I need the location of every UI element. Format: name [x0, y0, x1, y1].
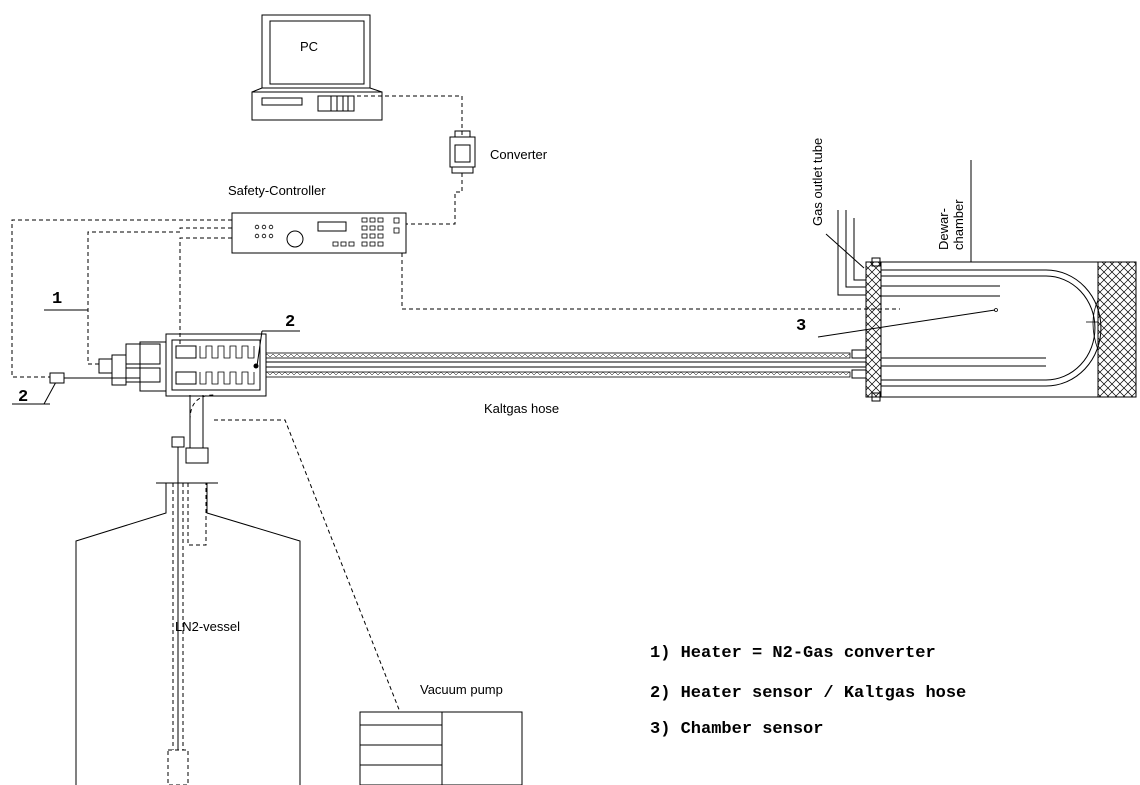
kaltgas-hose-label: Kaltgas hose	[484, 401, 559, 416]
vacuum-pump-label: Vacuum pump	[420, 682, 503, 697]
dewar-chamber: Gas outlet tube Dewar- chamber	[810, 138, 1137, 402]
callout-3: 3	[796, 317, 806, 336]
heater-unit	[49, 333, 267, 397]
safety-controller-label: Safety-Controller	[228, 183, 326, 198]
callout-2-left: 2	[18, 388, 28, 407]
left-sensor-plug	[49, 372, 65, 384]
controller-keypad	[332, 217, 400, 247]
wire-heater-2	[179, 237, 232, 345]
converter-label: Converter	[490, 147, 548, 162]
ln2-vessel-label: LN2-vessel	[175, 619, 240, 634]
gas-outlet-label: Gas outlet tube	[810, 138, 825, 226]
vessel-right-wall	[206, 483, 301, 785]
dewar-label-line1: Dewar-	[936, 208, 951, 250]
converter-controller-link	[406, 173, 463, 225]
kaltgas-hose: Kaltgas hose	[265, 352, 860, 416]
ln2-vessel: LN2-vessel	[75, 394, 301, 785]
pc-monitor	[261, 14, 371, 89]
pc-converter-link	[357, 95, 463, 135]
wire-left-sensor	[11, 219, 232, 378]
vessel-left-wall	[75, 483, 167, 785]
callout-2-heater: 2	[285, 313, 295, 332]
heater-coil-top	[199, 345, 255, 359]
heater-coil-bottom	[199, 371, 255, 385]
pc-base	[251, 91, 383, 121]
dewar-inner-vessel	[881, 269, 1102, 387]
pc-label: PC	[300, 39, 318, 54]
legend-item-3: 3) Chamber sensor	[650, 720, 823, 739]
controller-display	[317, 221, 347, 232]
converter-device: Converter	[449, 130, 548, 174]
wire-heater	[87, 227, 232, 365]
vacuum-pump: Vacuum pump	[359, 682, 523, 785]
dewar-label-line2: chamber	[951, 199, 966, 250]
wire-chamber-sensor	[401, 253, 900, 310]
legend: 1) Heater = N2-Gas converter 2) Heater s…	[650, 644, 966, 739]
controller-dial	[286, 230, 304, 248]
dewar-wall-left	[865, 261, 882, 398]
legend-item-1: 1) Heater = N2-Gas converter	[650, 644, 936, 663]
callout-1: 1	[52, 290, 62, 309]
pc-screen	[269, 20, 365, 85]
pc-computer: PC	[251, 14, 383, 121]
vacuum-line	[214, 419, 401, 713]
controller-knob-dots	[254, 224, 274, 239]
legend-item-2: 2) Heater sensor / Kaltgas hose	[650, 684, 966, 703]
dewar-wall-right	[1097, 261, 1137, 398]
safety-controller: Safety-Controller	[228, 183, 407, 254]
controller-body	[231, 212, 407, 254]
heater-sensor-dot	[253, 363, 259, 369]
heater-body	[165, 333, 267, 397]
